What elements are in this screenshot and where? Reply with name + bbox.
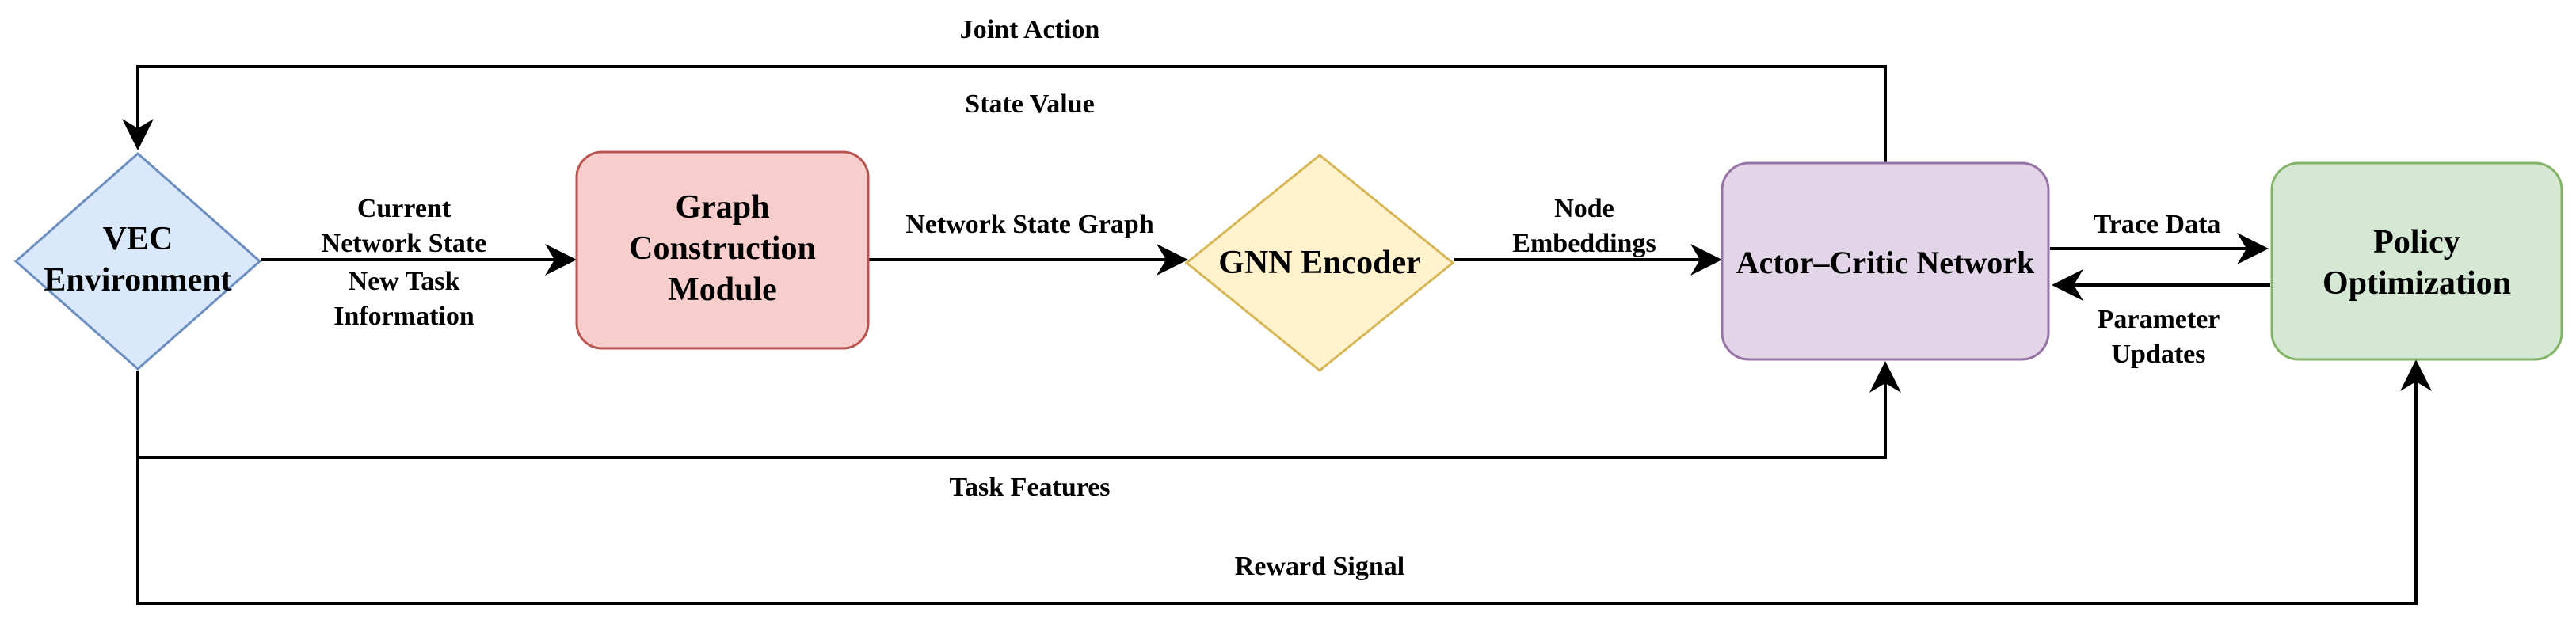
gnn-encoder-label: GNN Encoder bbox=[1218, 245, 1421, 281]
network-state-graph-label: Network State Graph bbox=[905, 210, 1154, 239]
graph-label-line2: Construction bbox=[629, 230, 816, 267]
policy-label-line1: Policy bbox=[2373, 224, 2460, 260]
current-state-line2: Network State bbox=[321, 229, 487, 258]
current-network-state-label: Current Network State bbox=[285, 192, 523, 261]
parameter-updates-line1: Parameter bbox=[2097, 305, 2220, 334]
new-task-line2: Information bbox=[333, 302, 474, 331]
state-value-label: State Value bbox=[965, 89, 1095, 119]
vec-label-line1: VEC bbox=[102, 221, 173, 257]
graph-label-line1: Graph bbox=[675, 189, 770, 226]
actor-critic-label: Actor–Critic Network bbox=[1736, 245, 2035, 280]
graph-construction-node bbox=[575, 150, 870, 350]
policy-optimization-node bbox=[2270, 162, 2563, 361]
graph-label-line3: Module bbox=[668, 272, 777, 308]
vec-environment-node bbox=[13, 151, 262, 371]
graph-construction-label: Graph Construction Module bbox=[577, 187, 868, 310]
vec-label-line2: Environment bbox=[44, 262, 232, 298]
node-embeddings-line2: Embeddings bbox=[1512, 229, 1656, 258]
task-features-label: Task Features bbox=[949, 473, 1111, 502]
new-task-line1: New Task bbox=[348, 267, 460, 296]
policy-label-line2: Optimization bbox=[2323, 265, 2511, 302]
vec-environment-label: VEC Environment bbox=[19, 218, 257, 301]
actor-critic-node bbox=[1721, 162, 2050, 361]
parameter-updates-label: Parameter Updates bbox=[2052, 302, 2265, 372]
edge-joint-action bbox=[122, 65, 1887, 163]
gnn-encoder-node bbox=[1184, 154, 1455, 372]
node-embeddings-label: Node Embeddings bbox=[1465, 192, 1703, 261]
joint-action-label: Joint Action bbox=[959, 15, 1100, 44]
node-embeddings-line1: Node bbox=[1554, 194, 1614, 223]
current-state-line1: Current bbox=[356, 194, 452, 223]
trace-data-label: Trace Data bbox=[2093, 210, 2221, 239]
edge-reward-signal bbox=[136, 359, 2432, 605]
edge-task-features bbox=[136, 361, 1901, 459]
new-task-information-label: New Task Information bbox=[285, 264, 523, 334]
parameter-updates-line2: Updates bbox=[2111, 340, 2206, 369]
policy-optimization-label: Policy Optimization bbox=[2272, 222, 2562, 304]
reward-signal-label: Reward Signal bbox=[1234, 552, 1405, 581]
